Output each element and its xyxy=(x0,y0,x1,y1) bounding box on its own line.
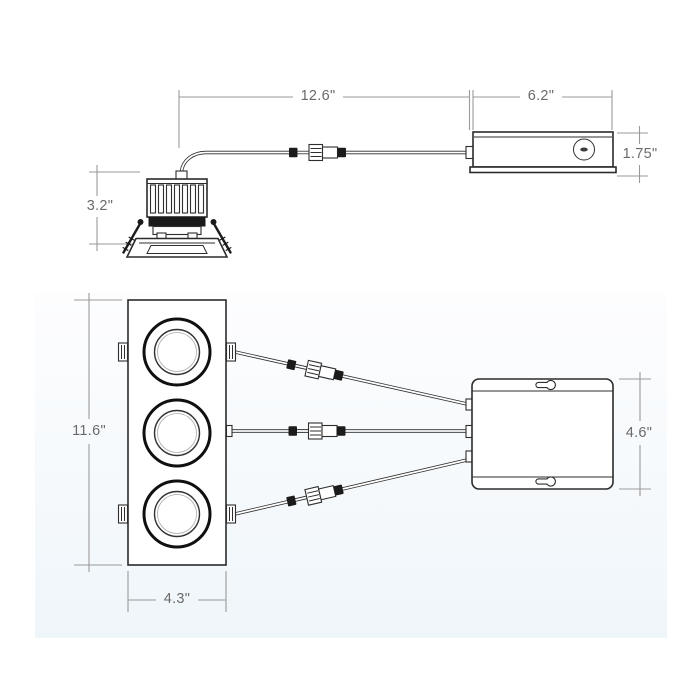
led-module-band xyxy=(148,217,206,227)
light-aperture-top xyxy=(142,317,212,387)
knockout-slot xyxy=(580,147,588,152)
top-view-drawing xyxy=(89,90,648,258)
mounting-lip xyxy=(469,166,617,174)
dim-label-fixture-width: 4.3" xyxy=(163,590,191,607)
driver-cables xyxy=(231,350,468,516)
knockout-circle xyxy=(573,138,595,161)
dim-label-driver-width: 6.2" xyxy=(527,87,555,104)
three-light-plate xyxy=(117,299,237,566)
light-aperture-bottom xyxy=(142,479,212,549)
dim-line-fixture-width xyxy=(127,571,227,612)
trim-flange xyxy=(125,237,229,258)
keyhole-slot-top xyxy=(535,379,556,391)
spring-clip-right xyxy=(210,219,232,254)
dim-label-cable-length: 12.6" xyxy=(300,87,336,104)
light-aperture-middle xyxy=(142,398,212,468)
dim-line-fixture-height xyxy=(89,165,140,251)
mounting-clips xyxy=(117,342,237,524)
spring-clip-left xyxy=(122,219,144,254)
dim-line-cable-length xyxy=(178,90,471,148)
dim-label-fixture-height: 3.2" xyxy=(86,197,114,214)
remote-driver-box-top xyxy=(465,131,617,174)
dim-line-driver-size xyxy=(619,372,651,496)
dim-line-driver-height xyxy=(617,126,648,183)
dim-label-fixture-length: 11.6" xyxy=(72,422,106,439)
bottom-view-drawing xyxy=(74,293,651,612)
heatsink-fins xyxy=(149,184,205,214)
dim-label-driver-size: 4.6" xyxy=(625,424,653,441)
keyhole-slot-bottom xyxy=(535,476,556,487)
dim-line-fixture-length xyxy=(74,293,122,572)
cable-connector xyxy=(287,142,348,163)
downlight-fixture xyxy=(122,170,232,258)
dim-line-driver-width xyxy=(472,90,613,130)
dim-label-driver-height: 1.75" xyxy=(622,145,658,162)
remote-driver-box-bottom xyxy=(465,378,614,490)
driver-cable xyxy=(179,150,466,172)
